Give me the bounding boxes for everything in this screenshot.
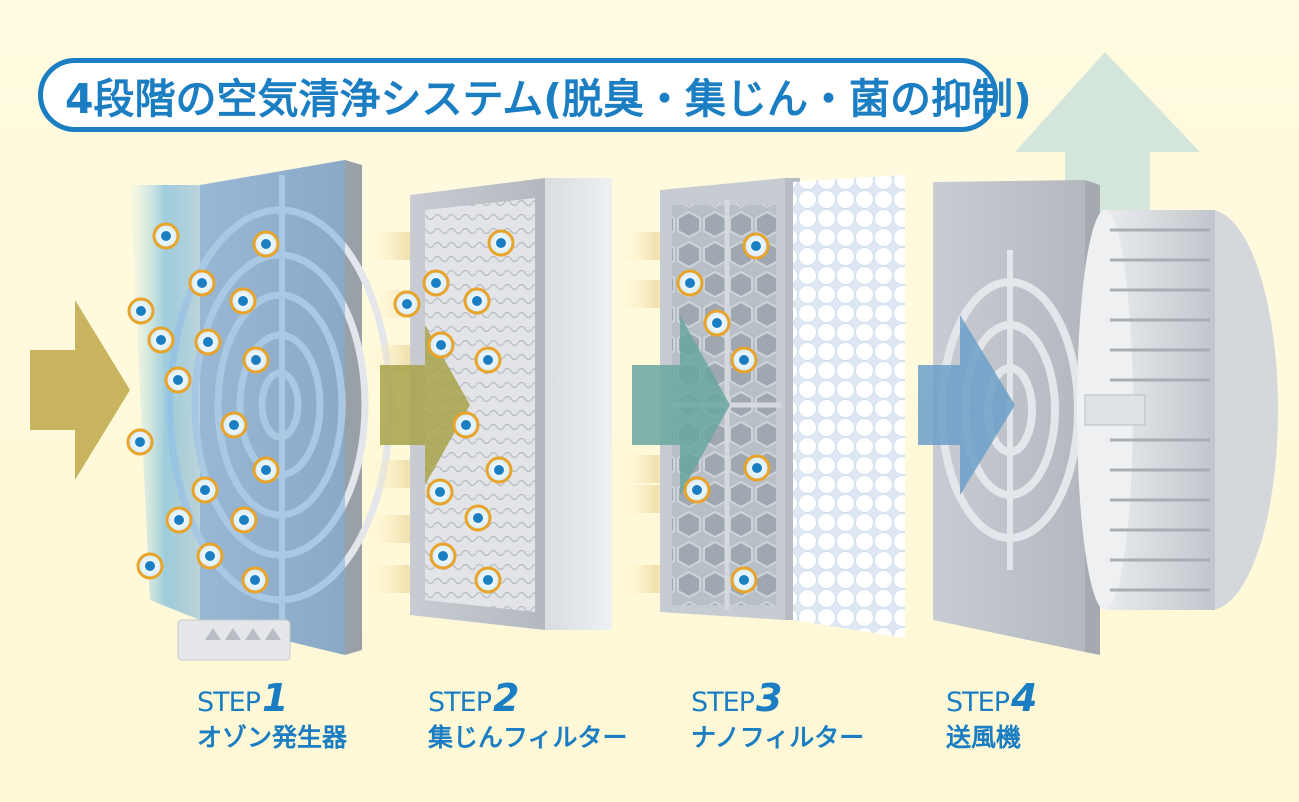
step-1-label: STEP1 オゾン発生器 (197, 676, 347, 754)
title-banner: 4段階の空気清浄システム(脱臭・集じん・菌の抑制) (38, 58, 1032, 132)
flow-arrow-2 (380, 325, 470, 485)
step-3-name: ナノフィルター (691, 723, 865, 752)
page-title: 4段階の空気清浄システム(脱臭・集じん・菌の抑制) (65, 75, 1032, 123)
exhaust-arrow (1015, 52, 1200, 230)
step-2-name: 集じんフィルター (428, 723, 628, 752)
step-1-number: 1 (261, 676, 289, 720)
step-3-number: 3 (755, 676, 783, 720)
step-4-name: 送風機 (946, 723, 1022, 752)
step-2-word: STEP (428, 687, 492, 718)
step-3-label: STEP3 ナノフィルター (691, 676, 864, 754)
blower-fan (1077, 210, 1278, 610)
step-2-label: STEP2 集じんフィルター (428, 676, 628, 754)
flow-arrow-3 (632, 315, 730, 495)
step-2-number: 2 (492, 676, 520, 720)
step-1-name: オゾン発生器 (197, 723, 348, 752)
step-1-word: STEP (197, 687, 261, 718)
step-4-label: STEP4 送風機 (946, 676, 1037, 754)
flow-arrow-4 (918, 315, 1015, 495)
step-3-word: STEP (691, 687, 755, 718)
intake-arrow (30, 300, 130, 480)
step-4-word: STEP (946, 687, 1010, 718)
step-4-number: 4 (1010, 676, 1038, 720)
